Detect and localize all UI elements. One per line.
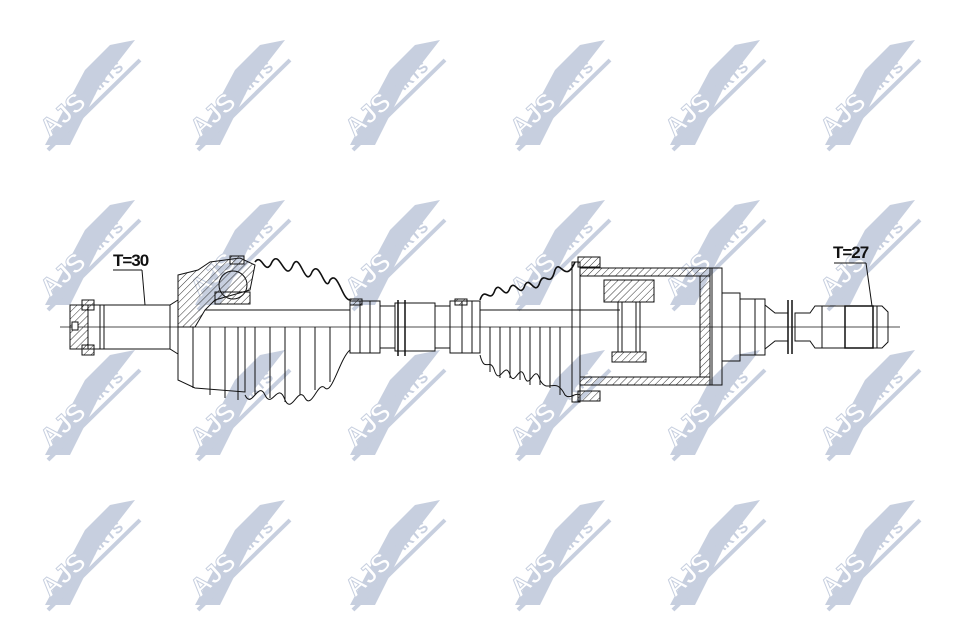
right-stub: [721, 292, 889, 362]
inner-boot-lower: [479, 327, 581, 398]
outer-boot-lower: [244, 327, 351, 405]
inner-boot: [479, 261, 576, 301]
outer-cv-joint: [177, 255, 285, 400]
mid-shaft-section: [349, 298, 481, 356]
left-end-nut: [69, 299, 101, 356]
right-spline-label: T=27: [833, 243, 869, 262]
inner-tripod-joint: [571, 256, 723, 403]
left-spline-label: T=30: [113, 251, 149, 270]
outer-boot: [254, 258, 351, 301]
